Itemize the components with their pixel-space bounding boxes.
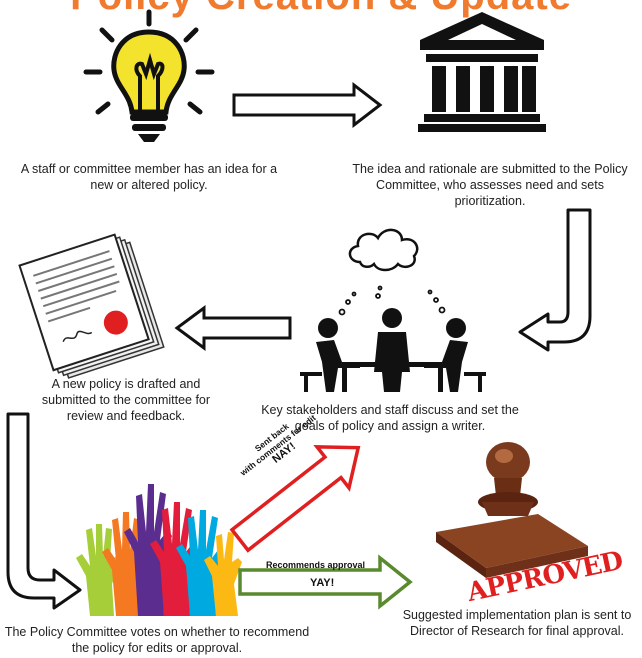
yay-arrow-top-label: Recommends approval: [266, 560, 366, 570]
document-icon: [18, 233, 165, 379]
building-icon: [418, 12, 546, 132]
arrow-left: [174, 305, 292, 351]
arrow-curve-down: [518, 208, 592, 352]
meeting-icon: [300, 228, 486, 392]
light-bulb-icon: [83, 9, 215, 142]
approved-stamp-icon: [436, 442, 588, 578]
yay-arrow: [238, 554, 413, 610]
step-draft-caption: A new policy is drafted and submitted to…: [41, 377, 211, 423]
arrow-down-curve: [6, 412, 82, 610]
step-vote-caption: The Policy Committee votes on whether to…: [4, 625, 310, 655]
page-title: Policy Creation & Update: [0, 0, 642, 19]
step-submit-caption: The idea and rationale are submitted to …: [352, 162, 628, 208]
yay-label: YAY!: [310, 577, 335, 589]
step-discuss-caption: Key stakeholders and staff discuss and s…: [261, 403, 519, 433]
step-idea-caption: A staff or committee member has an idea …: [20, 162, 278, 192]
arrow-right-1: [232, 81, 383, 129]
step-final-caption: Suggested implementation plan is sent to…: [402, 608, 632, 638]
raised-hands-icon: [76, 484, 242, 616]
nay-arrow: [229, 445, 361, 553]
